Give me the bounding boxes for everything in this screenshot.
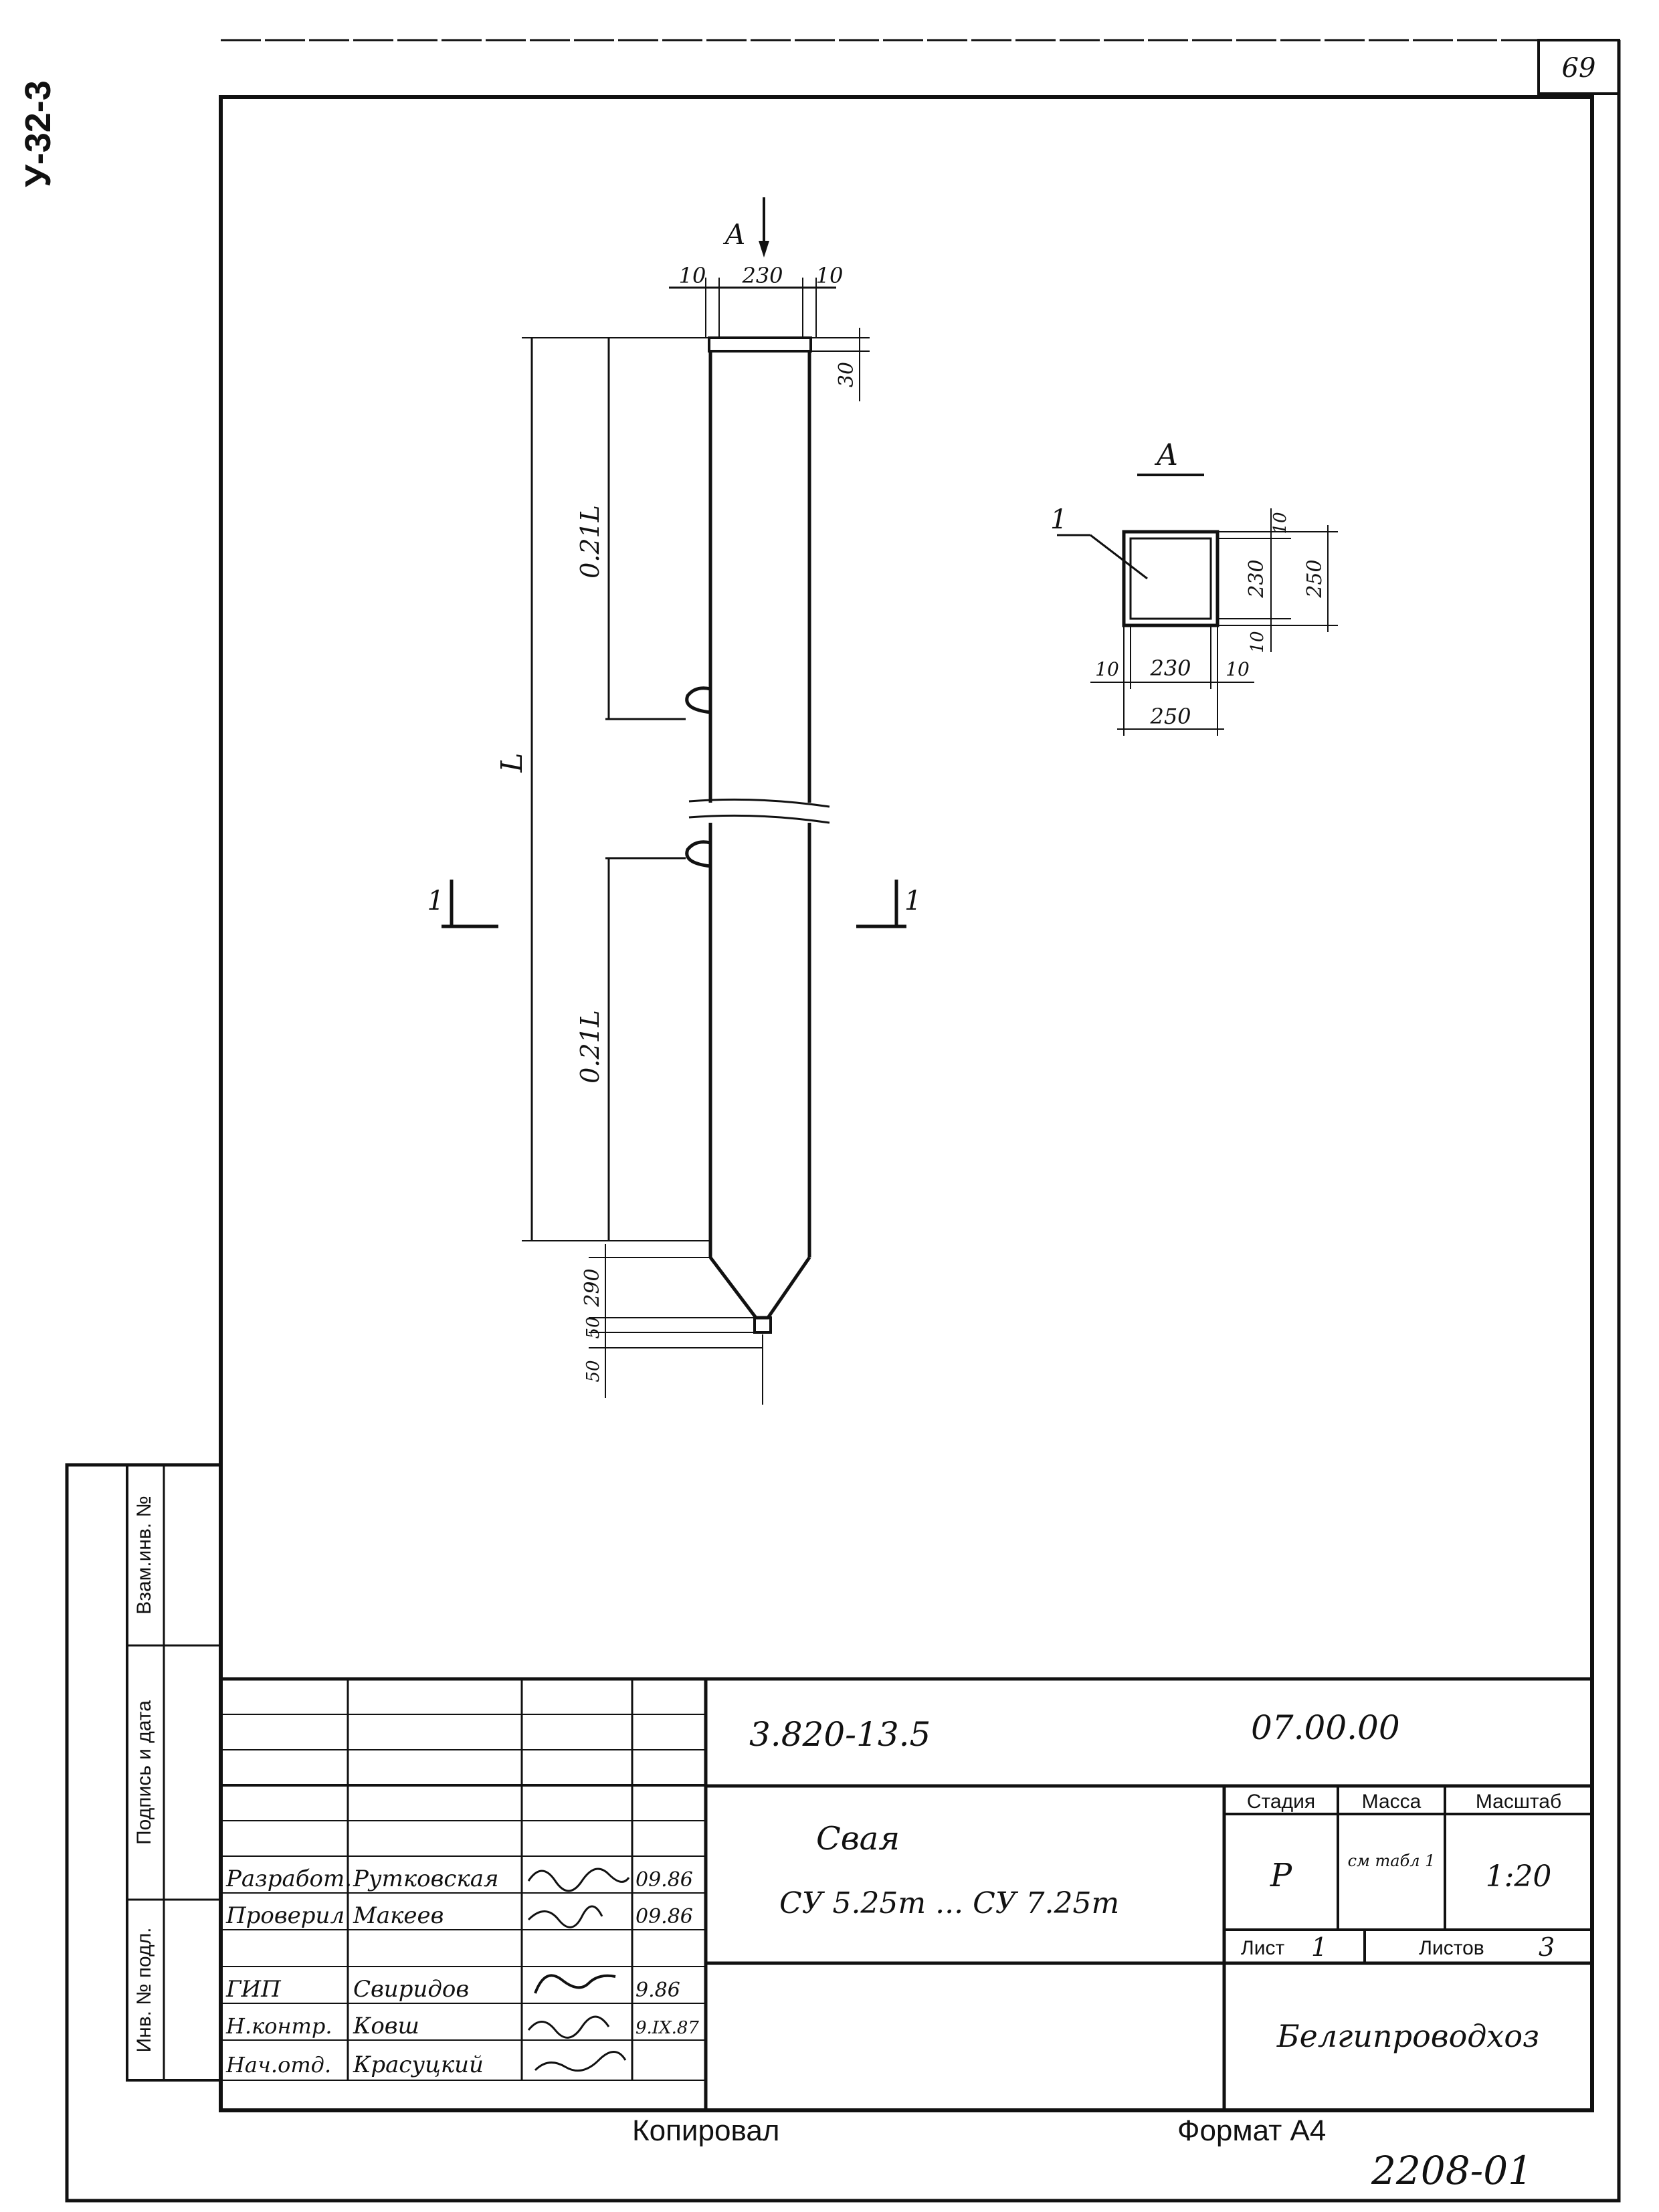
sheets-value: 3	[1539, 1932, 1555, 1962]
format-label: Формат А4	[1177, 2114, 1326, 2147]
stage-header: Стадия	[1247, 1791, 1315, 1813]
scale-value: 1:20	[1486, 1859, 1552, 1894]
svg-text:Н.контр.: Н.контр.	[225, 2013, 332, 2039]
section-mark-right: 1	[856, 880, 921, 928]
side-stamp-inv: Инв. № подл.	[133, 1928, 155, 2053]
section-bottom-dim-2: 230	[1149, 656, 1191, 681]
inner-frame	[219, 95, 1594, 2112]
top-right-dim: 30	[835, 362, 858, 387]
signature-scribble	[534, 2051, 627, 2072]
svg-text:Разработ.: Разработ.	[225, 1866, 352, 1892]
title-block: Разработ. Рутковская 09.86 Проверил Маке…	[221, 1677, 1592, 2110]
lower-segment-label: 0.21L	[575, 1010, 605, 1084]
section-leader: 1	[1050, 504, 1067, 535]
mass-value: см табл 1	[1348, 1851, 1436, 1870]
pile-elevation: А 10 230 10 30 L	[427, 197, 921, 1405]
side-stamp-replace: Взам.инв. №	[133, 1496, 155, 1615]
view-marker: А	[722, 218, 746, 251]
svg-text:Проверил: Проверил	[225, 1902, 345, 1929]
signature-row: Проверил Макеев 09.86	[225, 1902, 693, 1929]
stage-value: Р	[1270, 1857, 1292, 1894]
svg-text:09.86: 09.86	[636, 1905, 693, 1928]
svg-text:9.86: 9.86	[636, 1979, 680, 2002]
signature-scribble	[527, 1868, 630, 1892]
svg-text:Макеев: Макеев	[353, 1902, 444, 1929]
section-bottom-dim-1: 10	[1095, 658, 1119, 680]
upper-segment-label: 0.21L	[575, 505, 605, 579]
signature-scribble	[534, 1974, 616, 1994]
sheets-label: Листов	[1419, 1937, 1484, 1959]
side-stamp: Инв. № подл. Подпись и дата Взам.инв. №	[126, 1464, 222, 2082]
svg-text:Рутковская: Рутковская	[353, 1866, 499, 1892]
organization: Белгипроводхоз	[1276, 2018, 1539, 2054]
tip-dim-3: 50	[583, 1360, 603, 1382]
section-title: А	[1154, 438, 1178, 472]
signature-row: ГИП Свиридов 9.86	[225, 1976, 680, 2003]
outer-frame	[65, 40, 1621, 2203]
section-mark-left: 1	[427, 880, 498, 928]
top-dim-left: 10	[679, 263, 706, 288]
section-right-dim-2: 230	[1245, 559, 1268, 598]
signature-scribble	[527, 1905, 603, 1928]
sheet-number: 69	[1562, 53, 1596, 84]
section-right-dim-3: 10	[1248, 631, 1268, 653]
sheet-value: 1	[1311, 1932, 1327, 1962]
section-bottom-dim-3: 10	[1226, 658, 1250, 680]
copied-label: Копировал	[632, 2114, 779, 2147]
signature-row: Н.контр. Ковш 9.IX.87	[225, 2013, 699, 2039]
section-bottom-total: 250	[1149, 704, 1191, 729]
signature-row: Разработ. Рутковская 09.86	[225, 1866, 693, 1892]
top-dim-middle: 230	[741, 263, 783, 288]
svg-text:9.IX.87: 9.IX.87	[636, 2018, 699, 2038]
section-a: А 1 10 230 10 250 10 230 10 250	[1050, 438, 1338, 736]
svg-text:ГИП: ГИП	[225, 1976, 282, 2003]
signature-scribble	[527, 2015, 610, 2039]
tip-dim-2: 50	[583, 1316, 603, 1338]
product-name: Свая	[816, 1820, 900, 1857]
signature-row: Нач.отд. Красуцкий	[225, 2051, 484, 2078]
svg-text:Красуцкий: Красуцкий	[353, 2051, 484, 2078]
side-stamp-signature: Подпись и дата	[133, 1700, 155, 1845]
svg-text:1: 1	[427, 886, 444, 916]
length-label: L	[495, 752, 529, 773]
side-code: У-32-3	[18, 80, 58, 187]
svg-text:Нач.отд.: Нач.отд.	[225, 2052, 331, 2078]
top-dim-right: 10	[816, 263, 844, 288]
sheet-label: Лист	[1241, 1937, 1284, 1959]
svg-text:Свиридов: Свиридов	[353, 1976, 469, 2003]
svg-text:09.86: 09.86	[636, 1868, 693, 1892]
doc-number: 07.00.00	[1251, 1708, 1400, 1747]
scale-header: Масштаб	[1476, 1791, 1561, 1813]
archive-number: 2208-01	[1371, 2148, 1533, 2193]
section-right-total: 250	[1303, 559, 1327, 598]
tip-dim-1: 290	[581, 1268, 604, 1307]
doc-code: 3.820-13.5	[749, 1715, 931, 1754]
svg-text:1: 1	[904, 886, 921, 916]
svg-text:Ковш: Ковш	[353, 2013, 419, 2039]
section-right-dim-1: 10	[1270, 512, 1290, 534]
product-designations: СУ 5.25т ... СУ 7.25т	[779, 1886, 1119, 1920]
mass-header: Масса	[1362, 1791, 1422, 1813]
